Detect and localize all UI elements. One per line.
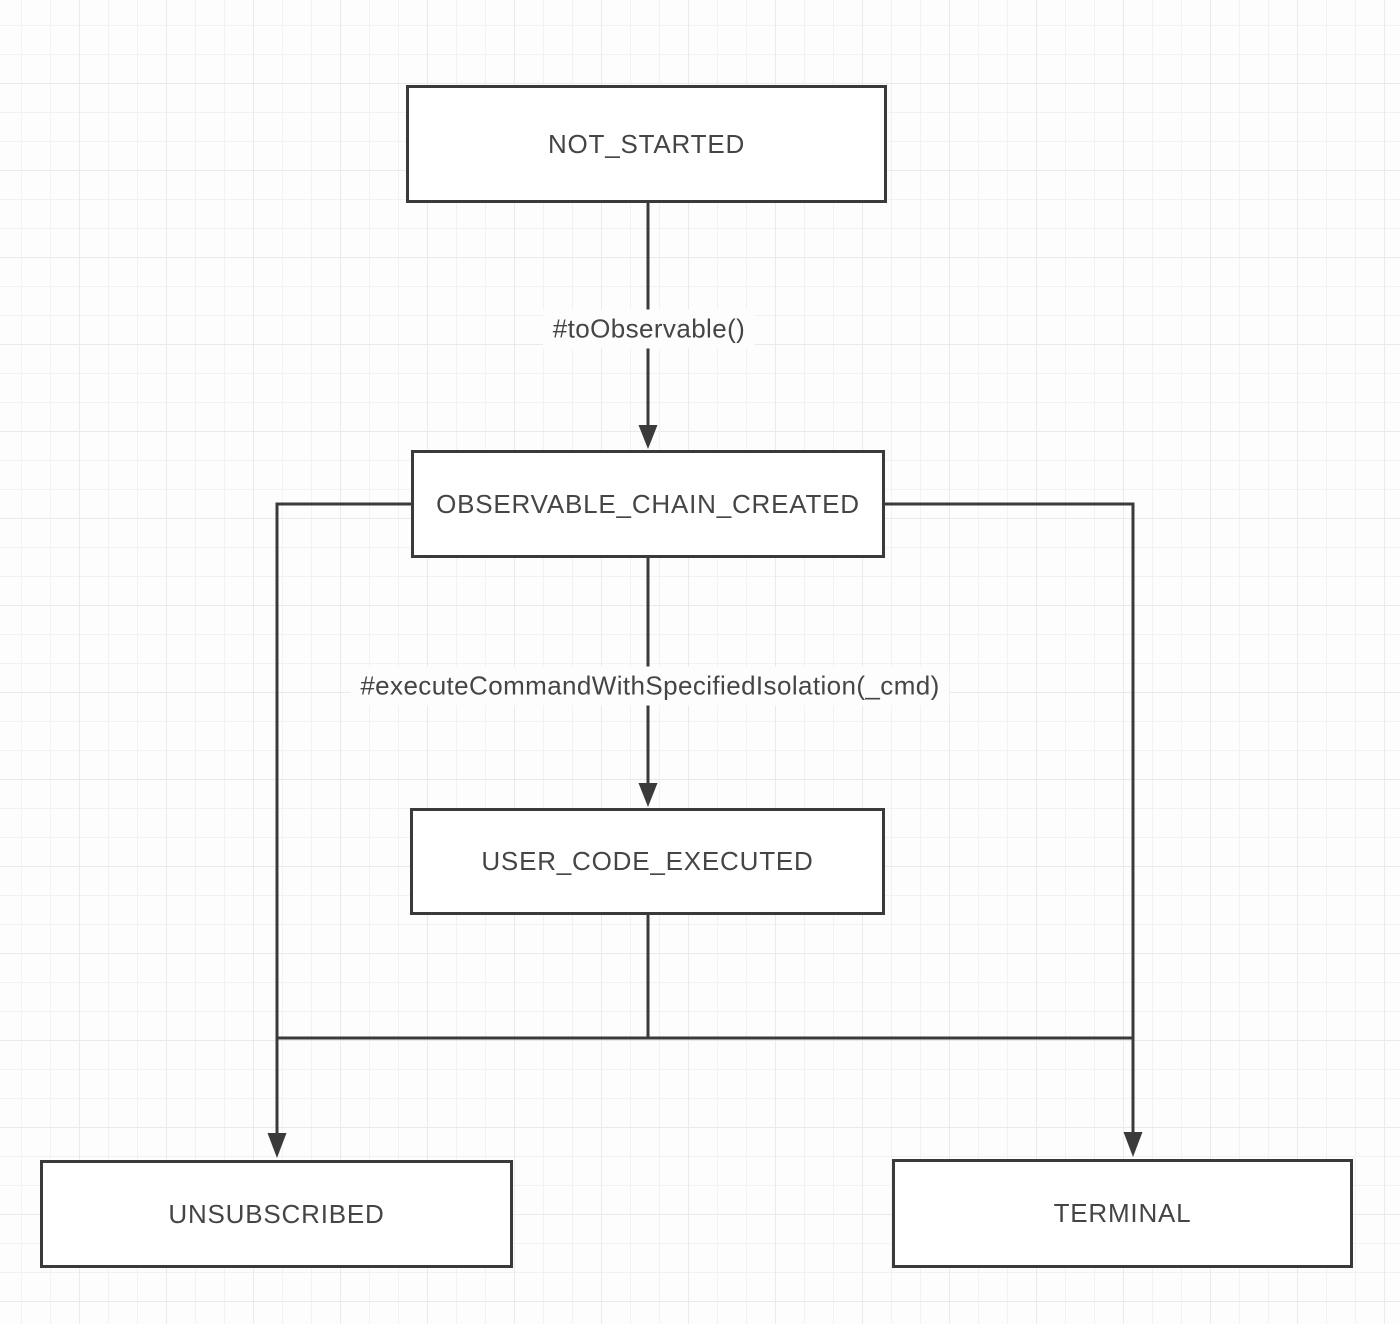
- edge-label-execute-command: #executeCommandWithSpecifiedIsolation(_c…: [350, 666, 950, 706]
- arrowhead-unsubscribed: [267, 1133, 287, 1158]
- node-observable-chain-created: OBSERVABLE_CHAIN_CREATED: [411, 450, 885, 558]
- node-not-started-label: NOT_STARTED: [547, 128, 746, 159]
- arrowhead-user-code: [638, 783, 658, 807]
- node-user-code-executed-label: USER_CODE_EXECUTED: [481, 846, 814, 876]
- arrowhead-terminal: [1123, 1132, 1143, 1157]
- node-user-code-executed: USER_CODE_EXECUTED: [410, 808, 885, 915]
- edge-chain-created-to-unsubscribed: [275, 502, 411, 1134]
- node-terminal: TERMINAL: [892, 1159, 1353, 1268]
- arrowhead-chain-created: [638, 425, 658, 449]
- node-observable-chain-created-label: OBSERVABLE_CHAIN_CREATED: [436, 488, 860, 519]
- edge-chain-created-to-terminal: [885, 502, 1135, 1133]
- node-unsubscribed: UNSUBSCRIBED: [40, 1160, 513, 1268]
- edge-label-to-observable: #toObservable(): [542, 309, 756, 349]
- node-unsubscribed-label: UNSUBSCRIBED: [168, 1198, 385, 1229]
- node-not-started: NOT_STARTED: [406, 85, 887, 203]
- node-terminal-label: TERMINAL: [1053, 1198, 1192, 1228]
